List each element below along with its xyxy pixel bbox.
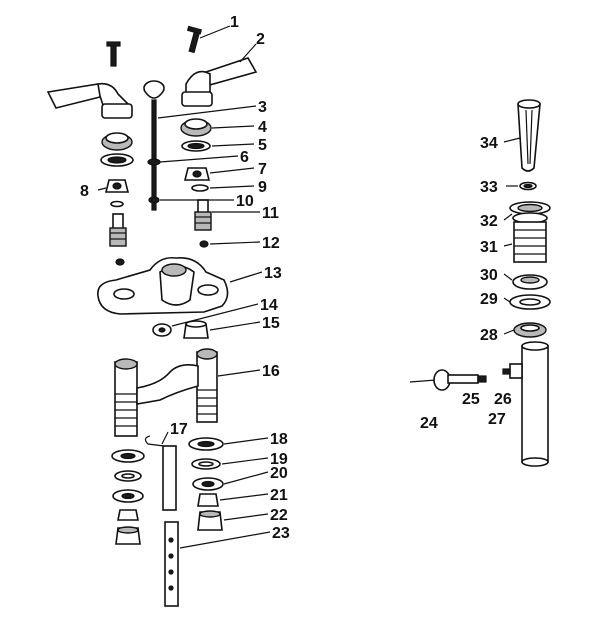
callout-22: 22	[270, 507, 288, 524]
part-33-gasket	[519, 181, 537, 191]
callout-33: 33	[480, 179, 498, 196]
callout-27: 27	[488, 411, 506, 428]
callout-13: 13	[264, 265, 282, 282]
part-32-drain-flange	[509, 201, 551, 224]
part-17-clip	[144, 435, 165, 447]
part-34-stopper	[517, 99, 541, 172]
callout-10: 10	[236, 193, 254, 210]
part-23-lift-strap	[164, 521, 179, 607]
callout-28: 28	[480, 327, 498, 344]
callout-6: 6	[240, 149, 249, 166]
part-31-drain-body	[513, 221, 547, 263]
part-7-bonnet	[183, 167, 211, 181]
part-21-mounting-nut	[197, 493, 219, 507]
callout-labels: 1 2 3 4 5 6 7 8 9 10 11 12 13 14 15 16 1…	[80, 14, 512, 542]
callout-12: 12	[262, 235, 280, 252]
callout-32: 32	[480, 213, 498, 230]
left-coupling-nut	[115, 526, 141, 545]
callout-7: 7	[258, 161, 267, 178]
callout-34: 34	[480, 135, 498, 152]
part-16-valve-body	[114, 348, 218, 437]
left-seal-ring	[100, 153, 134, 167]
part-22-coupling-nut	[197, 510, 223, 531]
part-17-pivot-tube	[162, 445, 177, 511]
part-4-packing-nut	[180, 118, 212, 137]
part-30-rubber-gasket	[512, 274, 548, 290]
leader-lines	[97, 25, 521, 549]
part-15-nut	[183, 320, 209, 339]
callout-25: 25	[462, 391, 480, 408]
callout-30: 30	[480, 267, 498, 284]
part-27-tailpiece	[521, 341, 549, 467]
part-19-lock-washer	[191, 458, 221, 470]
callout-19: 19	[270, 451, 288, 468]
part-5-o-ring	[181, 140, 211, 152]
part-2-lever-handle	[181, 57, 258, 107]
left-lever-handle	[46, 82, 133, 119]
callout-29: 29	[480, 291, 498, 308]
callout-11: 11	[262, 205, 279, 222]
left-friction-washer	[111, 449, 145, 463]
part-29-friction-washer	[509, 294, 551, 310]
part-14-gasket	[152, 323, 172, 337]
part-26-pivot-nut	[502, 363, 523, 379]
part-24-pivot-rod	[409, 369, 479, 391]
callout-26: 26	[494, 391, 512, 408]
callout-4: 4	[258, 119, 267, 136]
callout-1: 1	[230, 14, 239, 31]
callout-23: 23	[272, 525, 290, 542]
callout-15: 15	[262, 315, 280, 332]
part-3-lift-rod	[143, 80, 165, 211]
left-handle-screw	[106, 41, 121, 67]
left-mounting-washer	[112, 489, 144, 503]
left-valve-stem	[109, 213, 127, 266]
callout-8: 8	[80, 183, 89, 200]
callout-9: 9	[258, 179, 267, 196]
callout-14: 14	[260, 297, 278, 314]
part-9-washer	[191, 184, 209, 192]
left-cap-nut	[101, 132, 133, 151]
callout-5: 5	[258, 137, 267, 154]
callout-3: 3	[258, 99, 267, 116]
callout-18: 18	[270, 431, 288, 448]
part-18-friction-washer	[188, 437, 224, 451]
callout-31: 31	[480, 239, 498, 256]
part-28-locknut	[513, 322, 547, 338]
left-mounting-nut	[117, 509, 139, 521]
callout-20: 20	[270, 465, 288, 482]
part-8-bonnet	[104, 179, 130, 208]
callout-2: 2	[256, 31, 265, 48]
part-25-pivot-ball	[477, 375, 487, 383]
part-13-escutcheon	[97, 256, 229, 315]
left-lock-washer	[114, 470, 142, 482]
part-11-valve-stem	[194, 199, 212, 231]
callout-17: 17	[170, 421, 188, 438]
part-1-handle-screw	[186, 25, 203, 54]
shank-threads	[115, 389, 217, 427]
part-12-seat-washer	[199, 240, 209, 248]
part-20-mounting-washer	[192, 477, 224, 491]
callout-24: 24	[420, 415, 438, 432]
callout-21: 21	[270, 487, 288, 504]
callout-16: 16	[262, 363, 280, 380]
